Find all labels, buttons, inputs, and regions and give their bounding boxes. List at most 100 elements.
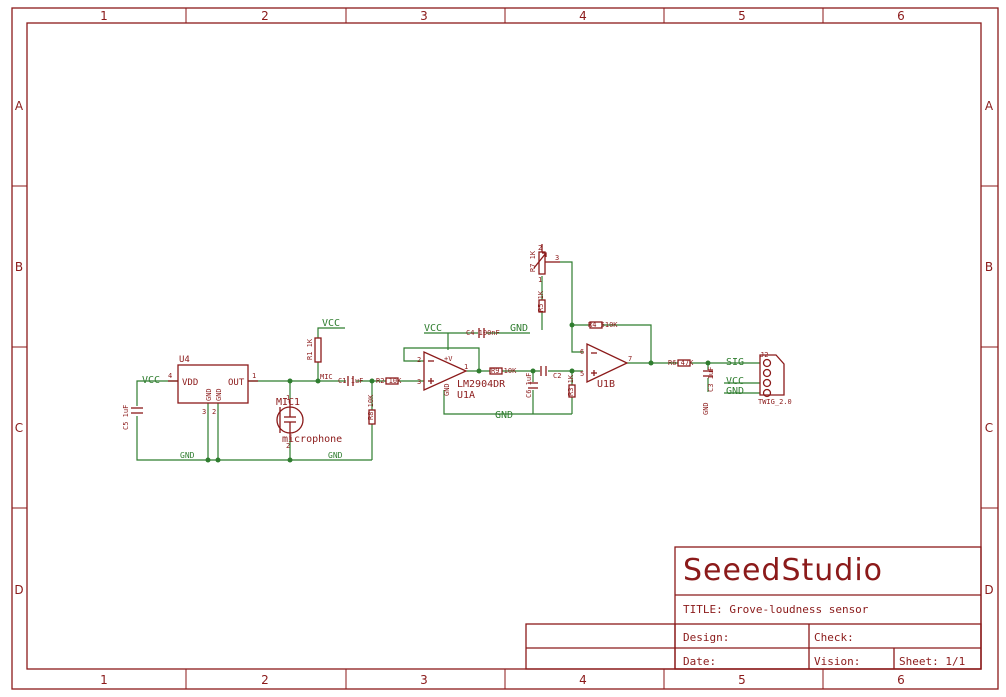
u1a-pin2: 2 xyxy=(417,356,421,364)
c1-label: C1 1uF xyxy=(338,377,363,385)
u1a-pwr: +V xyxy=(444,355,453,363)
c2-label: C2 xyxy=(553,372,561,380)
date-field: Date: xyxy=(683,655,716,668)
j2-connector: J2 TWIG_2.0 xyxy=(758,351,792,406)
u4-pin1: 1 xyxy=(252,372,256,380)
col-label: 3 xyxy=(420,9,428,23)
row-label: D xyxy=(14,583,23,597)
u4-out: OUT xyxy=(228,378,245,388)
r7-pin2: 2 xyxy=(538,244,542,252)
c5-label: C5 1uF xyxy=(122,405,130,430)
mic-pin1: 1 xyxy=(286,394,290,402)
r8-resistor: R8 10K xyxy=(367,394,376,425)
col-label: 5 xyxy=(738,673,746,687)
row-label: B xyxy=(985,260,993,274)
r7-pin1: 1 xyxy=(538,276,542,284)
u4-gnd-a: GND xyxy=(205,388,213,401)
col-label: 5 xyxy=(738,9,746,23)
sheet-number: Sheet: 1/1 xyxy=(899,655,965,668)
c5-capacitor: C5 1uF xyxy=(122,405,143,430)
u4-vdd: VDD xyxy=(182,378,198,388)
j2-ref: J2 xyxy=(760,351,768,359)
r7-label: R7 1K xyxy=(529,250,537,272)
net-gnd-bottom-left: GND xyxy=(180,451,195,460)
row-dividers xyxy=(12,185,998,509)
mic-value: microphone xyxy=(282,434,342,445)
u1b-pin7: 7 xyxy=(628,355,632,363)
net-gnd-c3: GND xyxy=(702,402,710,415)
c2-capacitor: C2 xyxy=(540,366,561,380)
title-block: SeeedStudio TITLE: Grove-loudness sensor… xyxy=(525,546,982,670)
net-vcc-r1: VCC xyxy=(322,318,340,329)
r6-resistor: R6 47K xyxy=(668,359,694,367)
col-label: 2 xyxy=(261,9,269,23)
c3-label: C3 1uF xyxy=(707,367,715,392)
col-label: 6 xyxy=(897,9,905,23)
r6-label: R6 47K xyxy=(668,359,694,367)
row-label: C xyxy=(985,421,993,435)
r3-label: R3 1K xyxy=(567,374,575,396)
r4-resistor: R4 510K xyxy=(588,321,618,329)
c6-capacitor: C6 1uF xyxy=(525,373,538,398)
net-gnd-j2: GND xyxy=(726,386,744,397)
u1a-opamp: 2 3 1 +V GND LM2904DR U1A xyxy=(417,350,506,401)
net-gnd-top: GND xyxy=(510,323,528,334)
j2-value: TWIG_2.0 xyxy=(758,398,792,406)
r4-label: R4 510K xyxy=(588,321,618,329)
row-label: A xyxy=(985,99,994,113)
row-label: A xyxy=(15,99,24,113)
col-label: 2 xyxy=(261,673,269,687)
u4-ref: U4 xyxy=(179,355,190,365)
c4-capacitor: C4 100nF xyxy=(466,328,500,338)
r7-pin3: 3 xyxy=(555,254,559,262)
net-gnd-mid: GND xyxy=(495,410,513,421)
r9-resistor: R9 10K xyxy=(489,367,517,375)
row-labels-left: A B C D xyxy=(14,99,24,597)
c4-label: C4 100nF xyxy=(466,329,500,337)
col-label: 4 xyxy=(579,673,587,687)
r7-potentiometer: R7 1K 1 2 3 xyxy=(529,244,560,284)
u1b-opamp: 6 5 7 U1B xyxy=(580,342,632,390)
r1-resistor: R1 1K xyxy=(306,337,322,363)
c6-label: C6 1uF xyxy=(525,373,533,398)
row-label: C xyxy=(15,421,23,435)
u4-pin2: 2 xyxy=(212,408,216,416)
r5-resistor: R5 1K xyxy=(537,290,546,313)
row-label: D xyxy=(984,583,993,597)
col-label: 6 xyxy=(897,673,905,687)
col-label: 1 xyxy=(100,673,108,687)
r1-label: R1 1K xyxy=(306,338,314,360)
row-label: B xyxy=(15,260,23,274)
column-dividers xyxy=(185,8,824,689)
check-field: Check: xyxy=(814,631,854,644)
net-gnd-bottom-mid: GND xyxy=(328,451,343,460)
u4-pin4: 4 xyxy=(168,372,172,380)
sheet-title: TITLE: Grove-loudness sensor xyxy=(683,603,869,616)
col-label: 4 xyxy=(579,9,587,23)
brand-logo-text: SeeedStudio xyxy=(683,553,883,588)
u4-component: U4 VDD OUT GND GND 4 1 3 2 xyxy=(168,355,258,416)
u1a-ref: U1A xyxy=(457,390,475,401)
u1a-pin1: 1 xyxy=(464,363,468,371)
design-field: Design: xyxy=(683,631,729,644)
mic-pin2: 2 xyxy=(286,442,290,450)
junctions xyxy=(205,322,711,463)
r2-resistor: R2 10K xyxy=(376,377,402,385)
r3-resistor: R3 1K xyxy=(567,374,576,398)
u4-pin3: 3 xyxy=(202,408,206,416)
r5-label: R5 1K xyxy=(537,290,545,312)
microphone-component: MIC1 microphone 1 2 xyxy=(276,394,342,450)
net-mic: MIC xyxy=(320,373,333,381)
r9-label: R9 10K xyxy=(491,367,517,375)
mic-ref: MIC1 xyxy=(276,397,300,408)
vision-field: Vision: xyxy=(814,655,860,668)
r8-label: R8 10K xyxy=(367,394,375,420)
u1b-ref: U1B xyxy=(597,379,615,390)
inner-frame xyxy=(26,22,982,670)
u1b-pin6: 6 xyxy=(580,348,584,356)
u4-gnd-b: GND xyxy=(215,388,223,401)
column-labels-bottom: 1 2 3 4 5 6 xyxy=(100,673,905,687)
net-vcc-top: VCC xyxy=(424,323,442,334)
u1a-gnd: GND xyxy=(443,383,451,396)
